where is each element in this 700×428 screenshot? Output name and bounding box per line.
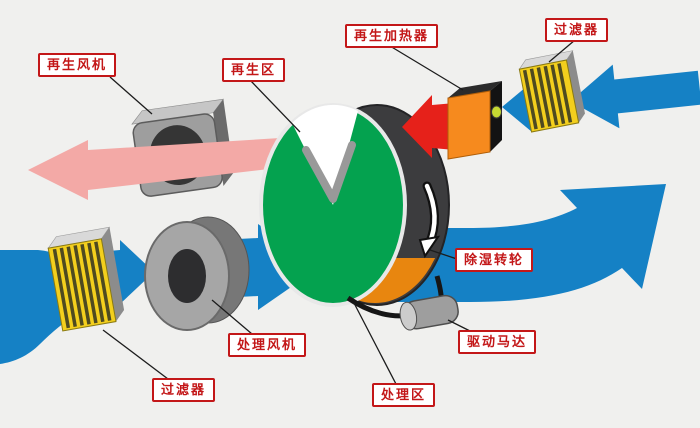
filter-side-face xyxy=(101,227,125,322)
filter-pleats xyxy=(522,63,573,130)
label-connector-line xyxy=(389,45,464,91)
label-connector-line xyxy=(249,79,301,133)
regen-heater xyxy=(447,81,502,160)
regen-exhaust-arrow xyxy=(28,136,312,200)
label-connector-line xyxy=(102,329,169,380)
drive-motor xyxy=(399,294,459,331)
desiccant-wheel-label: 除湿转轮 xyxy=(455,248,534,272)
motor-end-cap xyxy=(399,301,418,331)
process-air-outlet-arrow xyxy=(382,184,666,302)
regen-filter xyxy=(518,50,585,133)
label-connector-line xyxy=(109,76,153,115)
label-connector-line xyxy=(429,249,458,260)
regen-air-inlet-arrow xyxy=(570,64,700,129)
rotation-arrow xyxy=(418,181,441,259)
filter-bottom-label: 过滤器 xyxy=(152,378,216,402)
process-fan xyxy=(144,216,250,331)
label-connector-line xyxy=(211,299,253,335)
desiccant-wheel xyxy=(259,103,450,307)
regen-fan-label: 再生风机 xyxy=(38,53,117,77)
filter-top-label: 过滤器 xyxy=(545,18,609,42)
heater-indicator-light xyxy=(491,105,502,119)
process-filter xyxy=(47,226,125,332)
fan-hole xyxy=(168,249,206,303)
sector-chevron xyxy=(302,141,356,203)
callout-lines xyxy=(102,39,576,385)
heater-top-face xyxy=(448,81,502,98)
label-connector-line xyxy=(548,39,576,63)
process-fan-label: 处理风机 xyxy=(228,333,307,357)
regen-sector xyxy=(292,104,358,205)
filter-side-face xyxy=(566,50,585,123)
drive-motor-label: 驱动马达 xyxy=(458,330,537,354)
process-zone-label: 处理区 xyxy=(372,383,436,407)
label-connector-line xyxy=(353,302,397,385)
hot-air-arrow xyxy=(402,95,455,158)
regen-heater-label: 再生加热器 xyxy=(345,24,439,48)
filter-pleats xyxy=(52,241,112,329)
heater-front-face xyxy=(447,90,491,160)
regen-zone-label: 再生区 xyxy=(222,58,286,82)
label-connector-line xyxy=(447,319,471,332)
